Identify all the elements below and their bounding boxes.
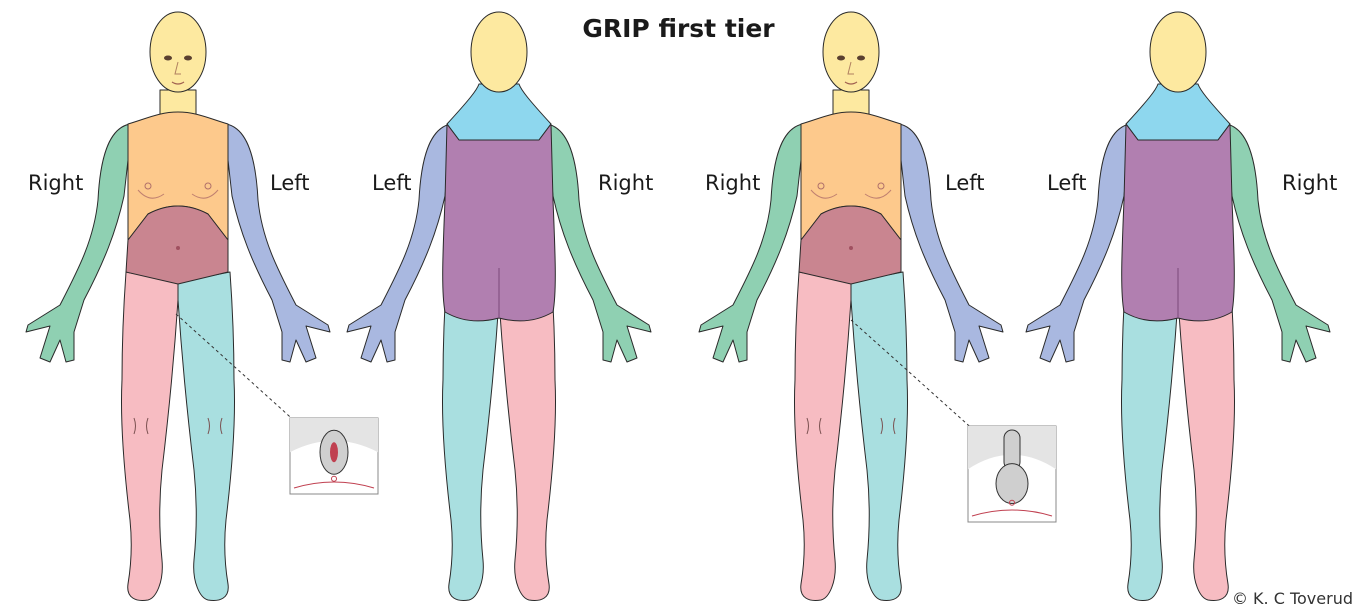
- label-fig1-left: Left: [270, 171, 310, 195]
- navel: [176, 246, 180, 250]
- male-front-figure: [699, 12, 1003, 600]
- arm-viewer-right: [226, 124, 330, 362]
- arm-viewer-left: [26, 124, 130, 362]
- eye-right: [837, 56, 845, 61]
- leg-viewer-right: [1178, 272, 1235, 600]
- arm-viewer-left: [347, 124, 451, 362]
- label-fig4-left: Left: [1047, 171, 1087, 195]
- eye-left: [184, 56, 192, 61]
- label-fig3-right: Right: [705, 171, 760, 195]
- leg-viewer-right: [499, 272, 556, 600]
- arm-viewer-right: [899, 124, 1003, 362]
- leg-viewer-left: [794, 272, 851, 600]
- male-scrotum-shape: [996, 464, 1028, 504]
- male-back-figure: [1026, 12, 1330, 600]
- leg-viewer-left: [121, 272, 178, 600]
- female-front-figure: [26, 12, 330, 600]
- leg-viewer-left: [1121, 272, 1178, 600]
- label-fig1-right: Right: [28, 171, 83, 195]
- eye-left: [857, 56, 865, 61]
- copyright-credit: © K. C Toverud: [1232, 589, 1353, 608]
- label-fig4-right: Right: [1282, 171, 1337, 195]
- leg-viewer-left: [442, 272, 499, 600]
- label-fig2-left: Left: [372, 171, 412, 195]
- eye-right: [164, 56, 172, 61]
- navel: [849, 246, 853, 250]
- arm-viewer-right: [547, 124, 651, 362]
- leg-viewer-right: [851, 272, 908, 600]
- leg-viewer-right: [178, 272, 235, 600]
- label-fig3-left: Left: [945, 171, 985, 195]
- diagram-title: GRIP first tier: [0, 14, 1357, 43]
- female-back-figure: [347, 12, 651, 600]
- female-genital-detail: [330, 442, 338, 462]
- arm-viewer-right: [1226, 124, 1330, 362]
- label-fig2-right: Right: [598, 171, 653, 195]
- arm-viewer-left: [1026, 124, 1130, 362]
- arm-viewer-left: [699, 124, 803, 362]
